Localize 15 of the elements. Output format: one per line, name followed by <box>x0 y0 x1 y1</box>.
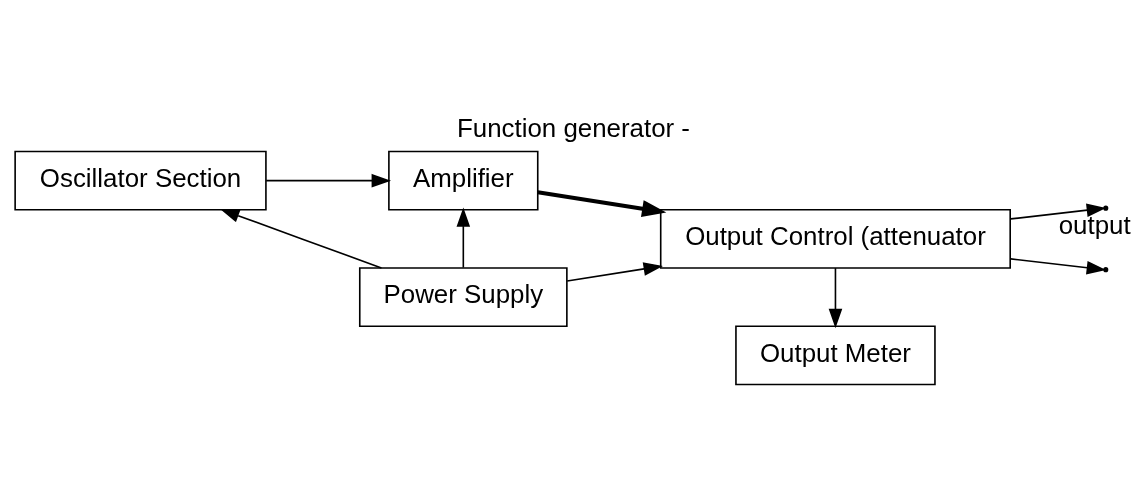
arrow <box>1009 203 1107 220</box>
node-box: Output Meter <box>735 325 936 386</box>
node-box: Oscillator Section <box>14 150 267 211</box>
arrow <box>537 190 667 218</box>
diagram-title: Function generator - <box>456 113 691 142</box>
arrow <box>566 262 663 282</box>
arrow <box>1009 258 1107 275</box>
node-box: Amplifier <box>388 150 539 211</box>
arrow <box>828 267 843 329</box>
arrow <box>220 209 383 269</box>
node-box: Power Supply <box>358 267 568 328</box>
edge-label: output <box>1058 211 1131 240</box>
arrow <box>456 207 471 269</box>
node-box: Output Control (attenuator <box>659 209 1011 269</box>
arrow <box>265 173 392 188</box>
